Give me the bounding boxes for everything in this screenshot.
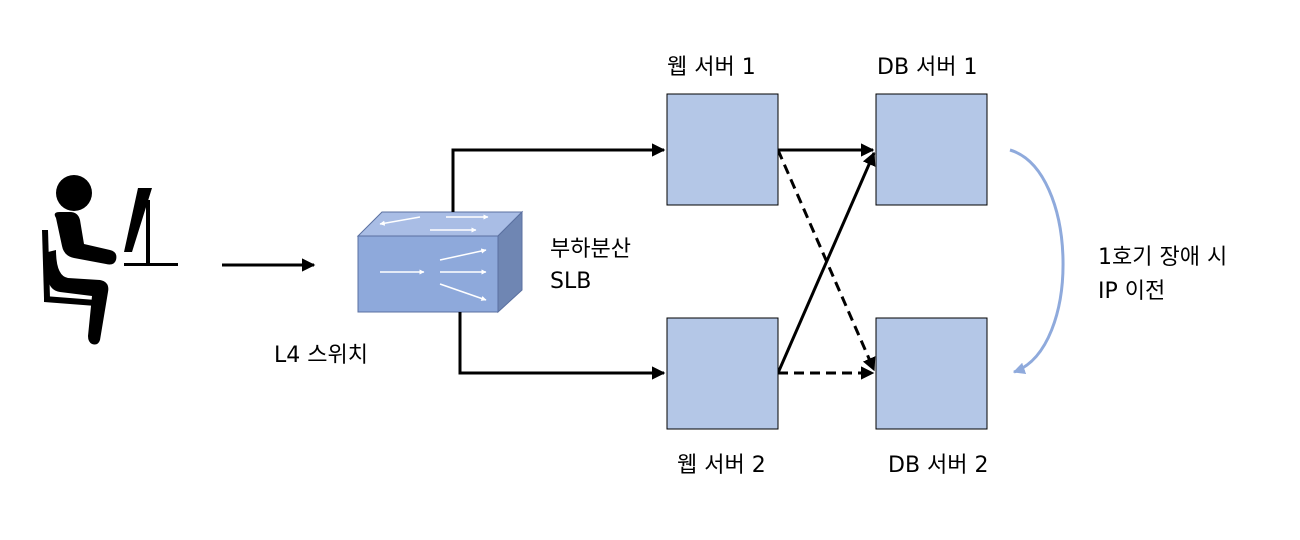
web-server-1-box xyxy=(666,93,779,206)
edge-web2-to-db1 xyxy=(776,151,876,374)
slb-label: SLB xyxy=(550,269,591,294)
web-server-1-label: 웹 서버 1 xyxy=(667,55,756,80)
db-server-1-label: DB 서버 1 xyxy=(877,55,978,80)
edge-switch-to-web1 xyxy=(451,143,666,212)
edge-switch-to-web2 xyxy=(458,312,666,380)
web-server-2-label: 웹 서버 2 xyxy=(677,453,766,478)
web-server-2-box xyxy=(666,317,779,430)
switch-label: L4 스위치 xyxy=(274,343,368,368)
failover-label-line1: 1호기 장애 시 xyxy=(1098,245,1227,270)
db-server-2-label: DB 서버 2 xyxy=(888,453,989,478)
user-at-computer-icon xyxy=(42,175,178,345)
edge-web1-to-db2-dashed xyxy=(776,149,876,372)
db-server-2-box xyxy=(875,317,988,430)
db-server-1-box xyxy=(875,93,988,206)
failover-arc xyxy=(1009,148,1065,375)
l4-switch-device xyxy=(356,210,524,314)
load-balancing-label: 부하분산 xyxy=(550,237,631,262)
failover-label-line2: IP 이전 xyxy=(1098,279,1165,304)
